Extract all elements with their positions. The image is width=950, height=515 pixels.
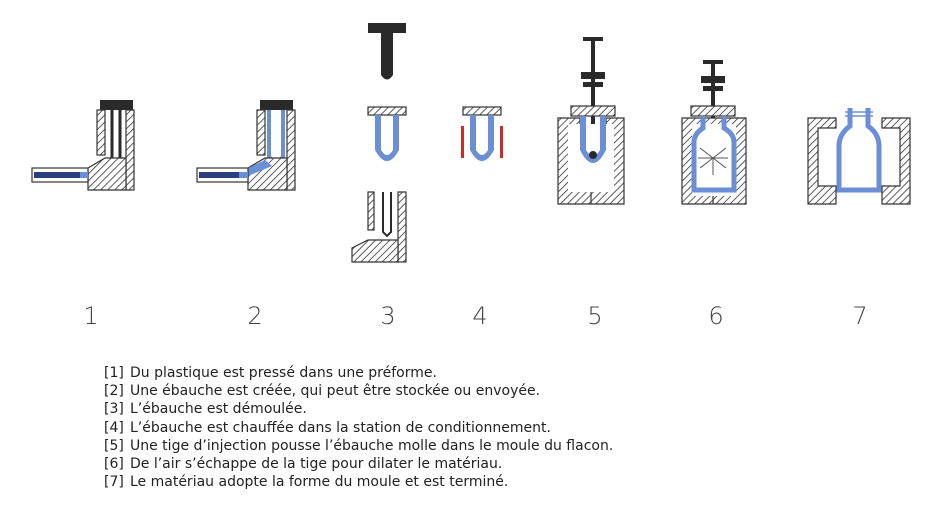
legend-item: [3] L’ébauche est démoulée. [104, 400, 613, 418]
legend-text: Du plastique est pressé dans une préform… [130, 365, 437, 381]
step-number-1: 1 [83, 302, 99, 330]
step-1-illustration [31, 100, 135, 191]
legend-text: Une ébauche est créée, qui peut être sto… [130, 383, 541, 400]
step-number-5: 5 [587, 302, 603, 330]
legend-key: [2] [104, 383, 124, 400]
step-6-illustration [681, 60, 747, 205]
step-3-illustration [351, 23, 407, 263]
legend-key: [6] [104, 456, 124, 473]
legend-key: [5] [104, 437, 124, 454]
step-7-illustration [807, 108, 911, 205]
legend-key: [7] [104, 474, 124, 491]
legend-item: [7] Le matériau adopte la forme du moule … [104, 473, 613, 491]
legend-key: [1] [104, 365, 124, 381]
step-number-6: 6 [708, 302, 724, 330]
legend-text: L’ébauche est chauffée dans la station d… [130, 419, 551, 436]
legend-item: [5] Une tige d’injection pousse l’ébauche… [104, 437, 613, 455]
legend-item: [1] Du plastique est pressé dans une préf… [104, 364, 613, 382]
step-number-4: 4 [472, 302, 488, 330]
step-number-7: 7 [852, 302, 868, 330]
legend-text: Le matériau adopte la forme du moule et … [130, 474, 509, 491]
step-number-2: 2 [247, 302, 263, 330]
step-2-illustration [196, 100, 296, 191]
legend-key: [4] [104, 419, 124, 436]
legend-text: Une tige d’injection pousse l’ébauche mo… [130, 437, 614, 454]
step-4-illustration [461, 106, 503, 161]
legend-text: De l’air s’échappe de la tige pour dilat… [130, 456, 503, 473]
legend-text: L’ébauche est démoulée. [130, 401, 307, 418]
legend-item: [4] L’ébauche est chauffée dans la statio… [104, 419, 613, 437]
step-number-3: 3 [380, 302, 396, 330]
legend: [1] Du plastique est pressé dans une préf… [104, 364, 613, 491]
legend-item: [6] De l’air s’échappe de la tige pour di… [104, 455, 613, 473]
step-5-illustration [557, 37, 625, 205]
legend-key: [3] [104, 401, 124, 418]
legend-item: [2] Une ébauche est créée, qui peut être … [104, 382, 613, 400]
